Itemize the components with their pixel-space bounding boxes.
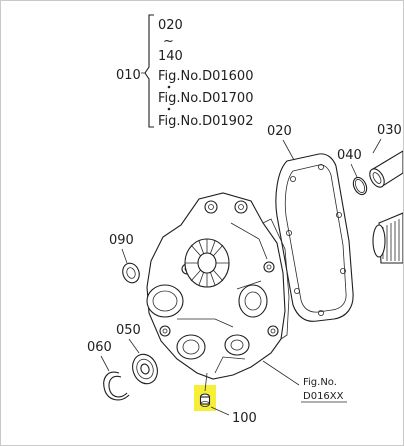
oil-seal bbox=[122, 262, 140, 284]
fig-ref-3[interactable]: Fig.No.D01902 bbox=[158, 114, 253, 129]
plug-label: 100 bbox=[232, 411, 257, 426]
shaft-label: 030 bbox=[377, 123, 402, 138]
oring-label: 040 bbox=[337, 148, 362, 163]
o-ring bbox=[352, 176, 368, 196]
dot-1 bbox=[167, 85, 171, 89]
output-shaft bbox=[369, 150, 403, 264]
drain-plug[interactable] bbox=[199, 393, 211, 407]
oring-leader bbox=[350, 163, 358, 178]
fig-ref-leader bbox=[262, 360, 300, 386]
snap-ring-label: 060 bbox=[87, 340, 112, 355]
seal-leader bbox=[121, 248, 128, 264]
snap-ring bbox=[103, 371, 130, 401]
seal-label: 090 bbox=[109, 233, 134, 248]
dot-2 bbox=[167, 107, 171, 111]
fig-no-label: Fig.No. bbox=[303, 377, 337, 388]
plug-leader bbox=[204, 372, 208, 392]
shaft-leader bbox=[372, 138, 382, 154]
range-start-label: 020 bbox=[158, 18, 183, 33]
fig-ref-2[interactable]: Fig.No.D01700 bbox=[158, 91, 253, 106]
bearing-leader bbox=[128, 338, 140, 354]
callout-bracket bbox=[144, 14, 154, 128]
gasket bbox=[275, 153, 354, 322]
range-end-label: 140 bbox=[158, 49, 183, 64]
gasket-label: 020 bbox=[267, 124, 292, 139]
fig-ref-1[interactable]: Fig.No.D01600 bbox=[158, 69, 253, 84]
ball-bearing bbox=[132, 353, 158, 385]
gasket-leader bbox=[282, 139, 295, 161]
plug-label-leader bbox=[210, 406, 230, 416]
bearing-label: 050 bbox=[116, 323, 141, 338]
range-tilde: ~ bbox=[163, 34, 174, 49]
transmission-housing bbox=[146, 192, 290, 380]
snap-ring-leader bbox=[100, 355, 110, 372]
main-ref-label: 010 bbox=[116, 68, 141, 83]
fig-no-value[interactable]: D016XX bbox=[303, 391, 344, 402]
